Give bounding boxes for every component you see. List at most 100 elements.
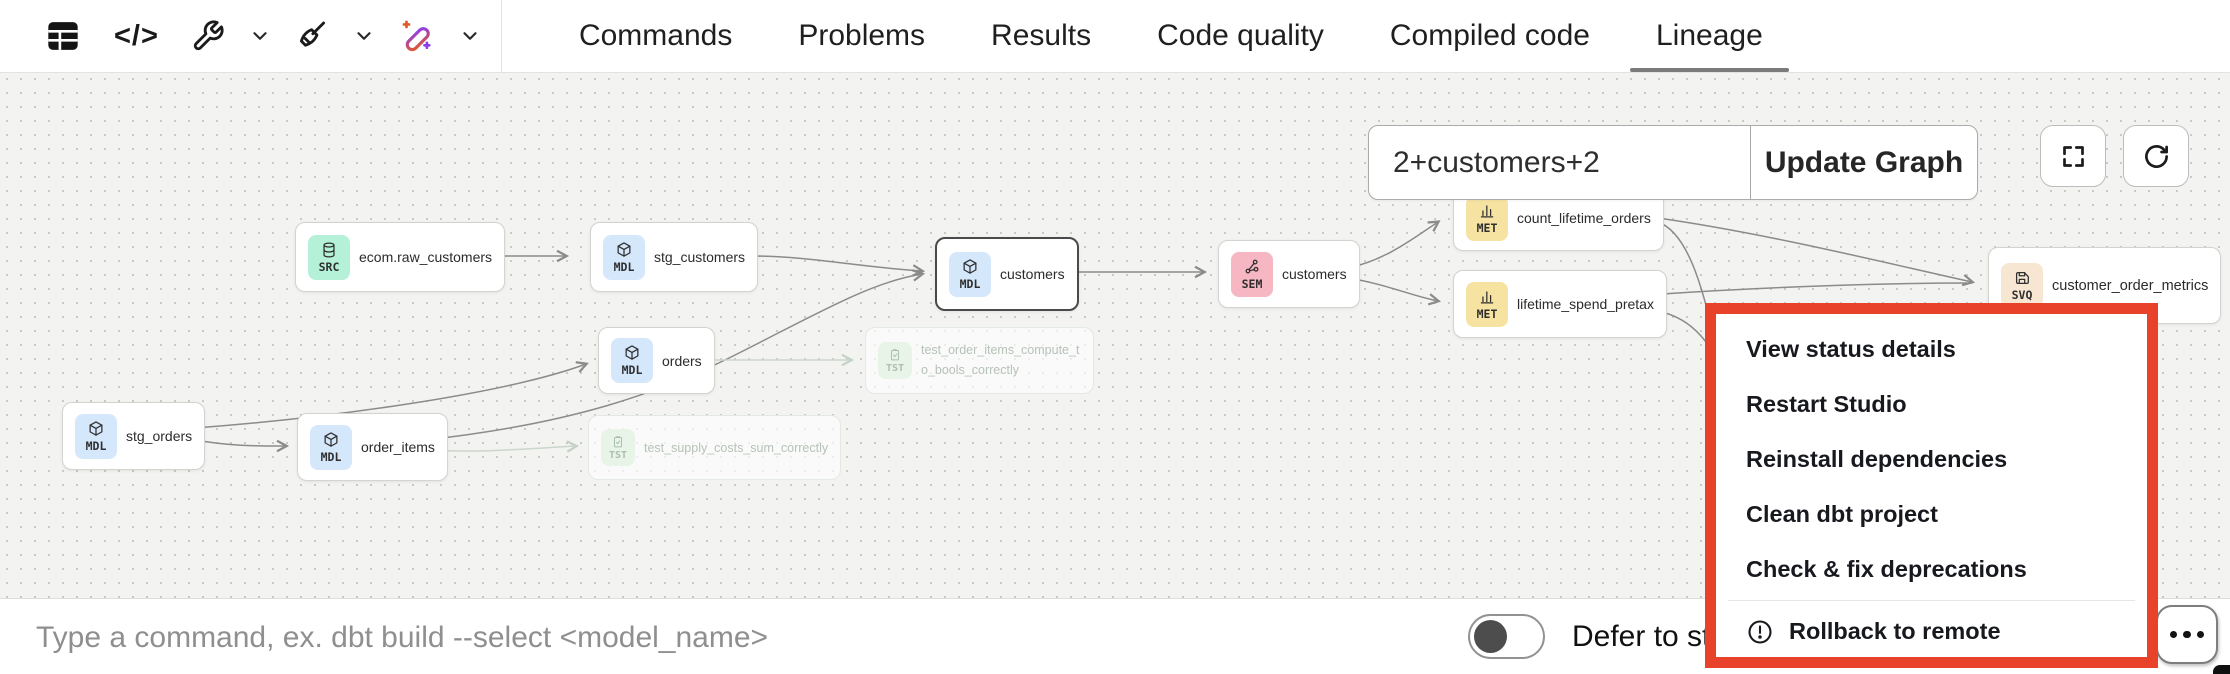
table-icon — [48, 22, 78, 50]
menu-item-clean-dbt-project[interactable]: Clean dbt project — [1746, 501, 1938, 527]
node-label: orders — [662, 352, 702, 369]
lineage-node-lifetime-spend-pretax[interactable]: MET lifetime_spend_pretax — [1453, 270, 1667, 338]
metric-badge: MET — [1466, 281, 1508, 327]
lineage-node-order-items[interactable]: MDL order_items — [297, 413, 448, 481]
alert-circle-icon — [1748, 619, 1772, 644]
model-badge: MDL — [611, 338, 653, 383]
magic-wand-icon — [402, 20, 431, 52]
cube-icon — [963, 258, 977, 274]
wrench-icon — [193, 20, 224, 51]
cube-icon — [625, 345, 639, 360]
corner-fragment — [2213, 665, 2230, 674]
node-label: customers — [1282, 266, 1347, 282]
clean-tools-dropdown[interactable] — [345, 0, 383, 72]
tab-problems[interactable]: Problems — [798, 19, 926, 52]
tab-commands[interactable]: Commands — [578, 19, 733, 52]
code-view-button[interactable]: </> — [98, 0, 175, 72]
node-label: stg_orders — [126, 428, 193, 444]
test-badge: TST — [878, 342, 912, 379]
node-label: lifetime_spend_pretax — [1517, 296, 1654, 312]
tab-compiled-code[interactable]: Compiled code — [1389, 19, 1590, 52]
lineage-selector-input[interactable] — [1369, 126, 1750, 199]
refresh-icon — [2144, 144, 2168, 168]
top-toolbar: </> — [0, 0, 2230, 73]
lineage-node-source-raw-customers[interactable]: SRC ecom.raw_customers — [295, 222, 506, 292]
lineage-node-customers-semantic[interactable]: SEM customers — [1218, 240, 1360, 308]
source-badge: SRC — [308, 234, 350, 280]
lineage-node-customers-model[interactable]: MDL customers — [935, 237, 1079, 311]
defer-label: Defer to st — [1572, 619, 1711, 653]
node-label: test_order_items_compute_to_bools_correc… — [921, 343, 1080, 377]
model-badge: MDL — [310, 424, 352, 470]
more-options-button[interactable] — [2156, 605, 2218, 664]
lineage-canvas[interactable]: SRC ecom.raw_customers MDL stg_customers… — [0, 72, 2230, 598]
defer-toggle[interactable] — [1468, 614, 1545, 659]
cube-icon — [89, 420, 103, 436]
saved-query-badge: SVQ — [2001, 263, 2043, 308]
node-label: customer_order_metrics — [2052, 277, 2209, 294]
floppy-disk-icon — [2015, 271, 2029, 285]
broom-icon — [299, 21, 325, 47]
ellipsis-icon — [2169, 630, 2178, 639]
menu-item-rollback-to-remote[interactable]: Rollback to remote — [1716, 604, 2147, 659]
tab-bar: Commands Problems Results Code quality C… — [546, 0, 1796, 72]
fullscreen-icon — [2062, 145, 2084, 167]
node-label: order_items — [361, 439, 435, 455]
clipboard-check-icon — [891, 348, 899, 360]
fullscreen-button[interactable] — [2040, 125, 2106, 187]
model-badge: MDL — [75, 413, 117, 459]
semantic-model-badge: SEM — [1231, 251, 1273, 297]
lineage-node-stg-orders[interactable]: MDL stg_orders — [62, 402, 206, 470]
node-label: count_lifetime_orders — [1517, 210, 1651, 226]
build-tools-button[interactable] — [175, 0, 241, 72]
code-icon: </> — [114, 19, 159, 52]
lineage-node-stg-customers[interactable]: MDL stg_customers — [590, 222, 759, 292]
toggle-knob — [1474, 619, 1507, 653]
database-icon — [323, 241, 335, 258]
cube-icon — [324, 431, 338, 447]
chevron-down-icon — [463, 32, 477, 40]
menu-divider — [1728, 600, 2135, 601]
chevron-down-icon — [357, 32, 371, 40]
node-label: test_supply_costs_sum_correctly — [644, 440, 829, 455]
bar-chart-icon — [1480, 290, 1494, 303]
bar-chart-icon — [1480, 204, 1494, 217]
chevron-down-icon — [253, 32, 267, 40]
ai-assist-button[interactable] — [383, 0, 451, 72]
refresh-button[interactable] — [2123, 125, 2189, 187]
command-input[interactable] — [34, 599, 1338, 674]
lineage-node-test-supply-costs[interactable]: TST test_supply_costs_sum_correctly — [588, 415, 842, 480]
node-label: ecom.raw_customers — [359, 249, 493, 265]
tab-code-quality[interactable]: Code quality — [1157, 19, 1324, 52]
clipboard-check-icon — [614, 435, 622, 447]
clean-tools-button[interactable] — [279, 0, 345, 72]
lineage-node-test-order-items[interactable]: TST test_order_items_compute_to_bools_co… — [865, 327, 1094, 394]
build-tools-dropdown[interactable] — [241, 0, 279, 72]
test-badge: TST — [601, 429, 635, 466]
lineage-edges — [194, 217, 1976, 473]
ai-assist-dropdown[interactable] — [451, 0, 489, 72]
model-badge: MDL — [603, 234, 645, 280]
update-graph-button[interactable]: Update Graph — [1764, 145, 1964, 179]
tab-lineage[interactable]: Lineage — [1623, 0, 1796, 72]
lineage-selector-group: Update Graph — [1368, 125, 1978, 200]
model-badge: MDL — [949, 251, 991, 297]
toolbar-divider — [500, 0, 502, 72]
menu-item-restart-studio[interactable]: Restart Studio — [1746, 391, 1907, 417]
tab-results[interactable]: Results — [991, 19, 1092, 52]
ellipsis-icon — [2183, 630, 2191, 639]
selector-divider — [1749, 126, 1751, 199]
table-view-button[interactable] — [28, 0, 98, 72]
lineage-node-orders[interactable]: MDL orders — [598, 327, 715, 394]
cube-icon — [617, 241, 631, 257]
metric-badge: MET — [1466, 195, 1508, 241]
menu-item-check-fix-deprecations[interactable]: Check & fix deprecations — [1746, 556, 2027, 582]
node-label: stg_customers — [654, 249, 746, 265]
graph-nodes-icon — [1245, 259, 1259, 273]
menu-item-reinstall-dependencies[interactable]: Reinstall dependencies — [1746, 446, 2008, 472]
node-label: customers — [1000, 266, 1065, 282]
menu-item-view-status-details[interactable]: View status details — [1746, 336, 1956, 362]
status-context-menu: View status details Restart Studio Reins… — [1705, 303, 2158, 668]
ellipsis-icon — [2196, 630, 2205, 639]
